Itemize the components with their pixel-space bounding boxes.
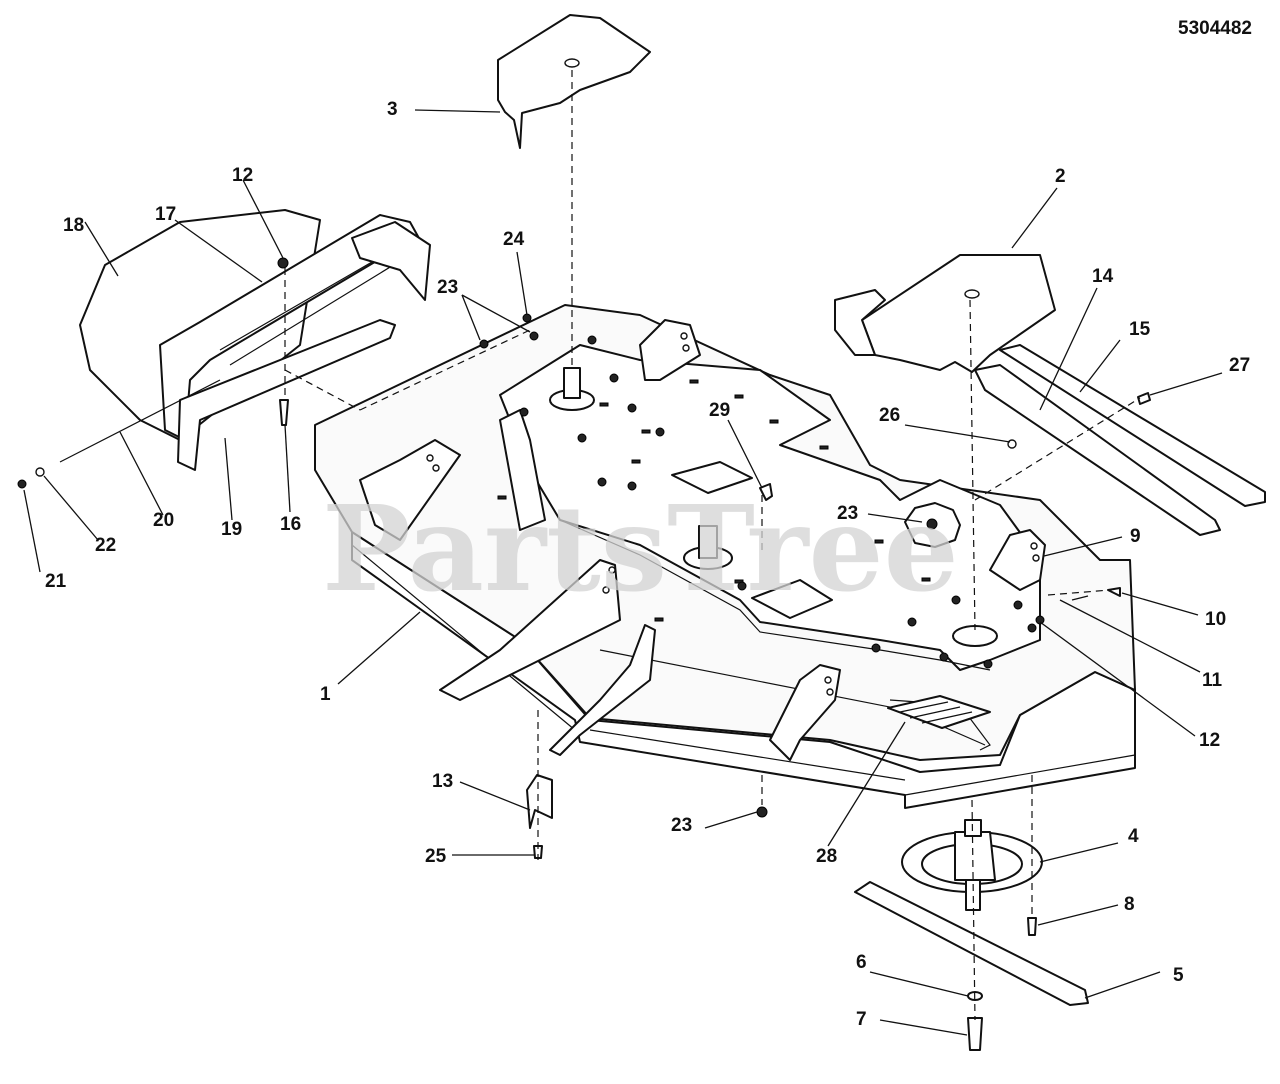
callout-12-left: 12 (232, 165, 253, 186)
leader-lines (23, 109, 1223, 1036)
watermark: PartsTree (322, 479, 959, 618)
callout-23-bottom: 23 (671, 815, 692, 836)
assembly-lines (284, 70, 1141, 1021)
callout-19: 19 (221, 519, 242, 540)
spindle-assembly (901, 819, 1043, 911)
deck-nuts (519, 335, 1037, 669)
belt-shield-3 (497, 14, 651, 149)
belt-shield-2 (834, 254, 1056, 373)
deck-slots (497, 379, 931, 622)
callout-24: 24 (503, 229, 525, 250)
callout-27: 27 (1229, 355, 1250, 376)
discharge-chute (59, 209, 431, 471)
callout-26: 26 (879, 405, 900, 426)
callout-22: 22 (95, 535, 116, 556)
mower-deck (314, 304, 1136, 809)
callout-14: 14 (1092, 266, 1114, 287)
document-number: 5304482 (1178, 18, 1252, 39)
callout-29: 29 (709, 400, 730, 421)
callout-28: 28 (816, 846, 837, 867)
callout-labels: 1 2 3 4 5 6 7 8 9 10 11 12 12 13 14 15 1… (45, 99, 1250, 1030)
baffle-rails (974, 344, 1266, 536)
callout-7: 7 (856, 1009, 867, 1030)
callout-4: 4 (1128, 826, 1139, 847)
callout-20: 20 (153, 510, 174, 531)
callout-8: 8 (1124, 894, 1135, 915)
callout-18: 18 (63, 215, 84, 236)
callout-3: 3 (387, 99, 398, 120)
callout-1: 1 (320, 684, 331, 705)
callout-6: 6 (856, 952, 867, 973)
callout-15: 15 (1129, 319, 1151, 340)
callout-23-center: 23 (837, 503, 858, 524)
callout-5: 5 (1173, 965, 1184, 986)
callout-2: 2 (1055, 166, 1066, 187)
callout-13: 13 (432, 771, 453, 792)
callout-17: 17 (155, 204, 176, 225)
callout-9: 9 (1130, 526, 1141, 547)
callout-25: 25 (425, 846, 447, 867)
callout-21: 21 (45, 571, 67, 592)
callout-23-left: 23 (437, 277, 458, 298)
callout-16: 16 (280, 514, 301, 535)
callout-12-right: 12 (1199, 730, 1220, 751)
callout-11: 11 (1202, 670, 1223, 691)
callout-10: 10 (1205, 609, 1226, 630)
blade (854, 881, 1089, 1006)
